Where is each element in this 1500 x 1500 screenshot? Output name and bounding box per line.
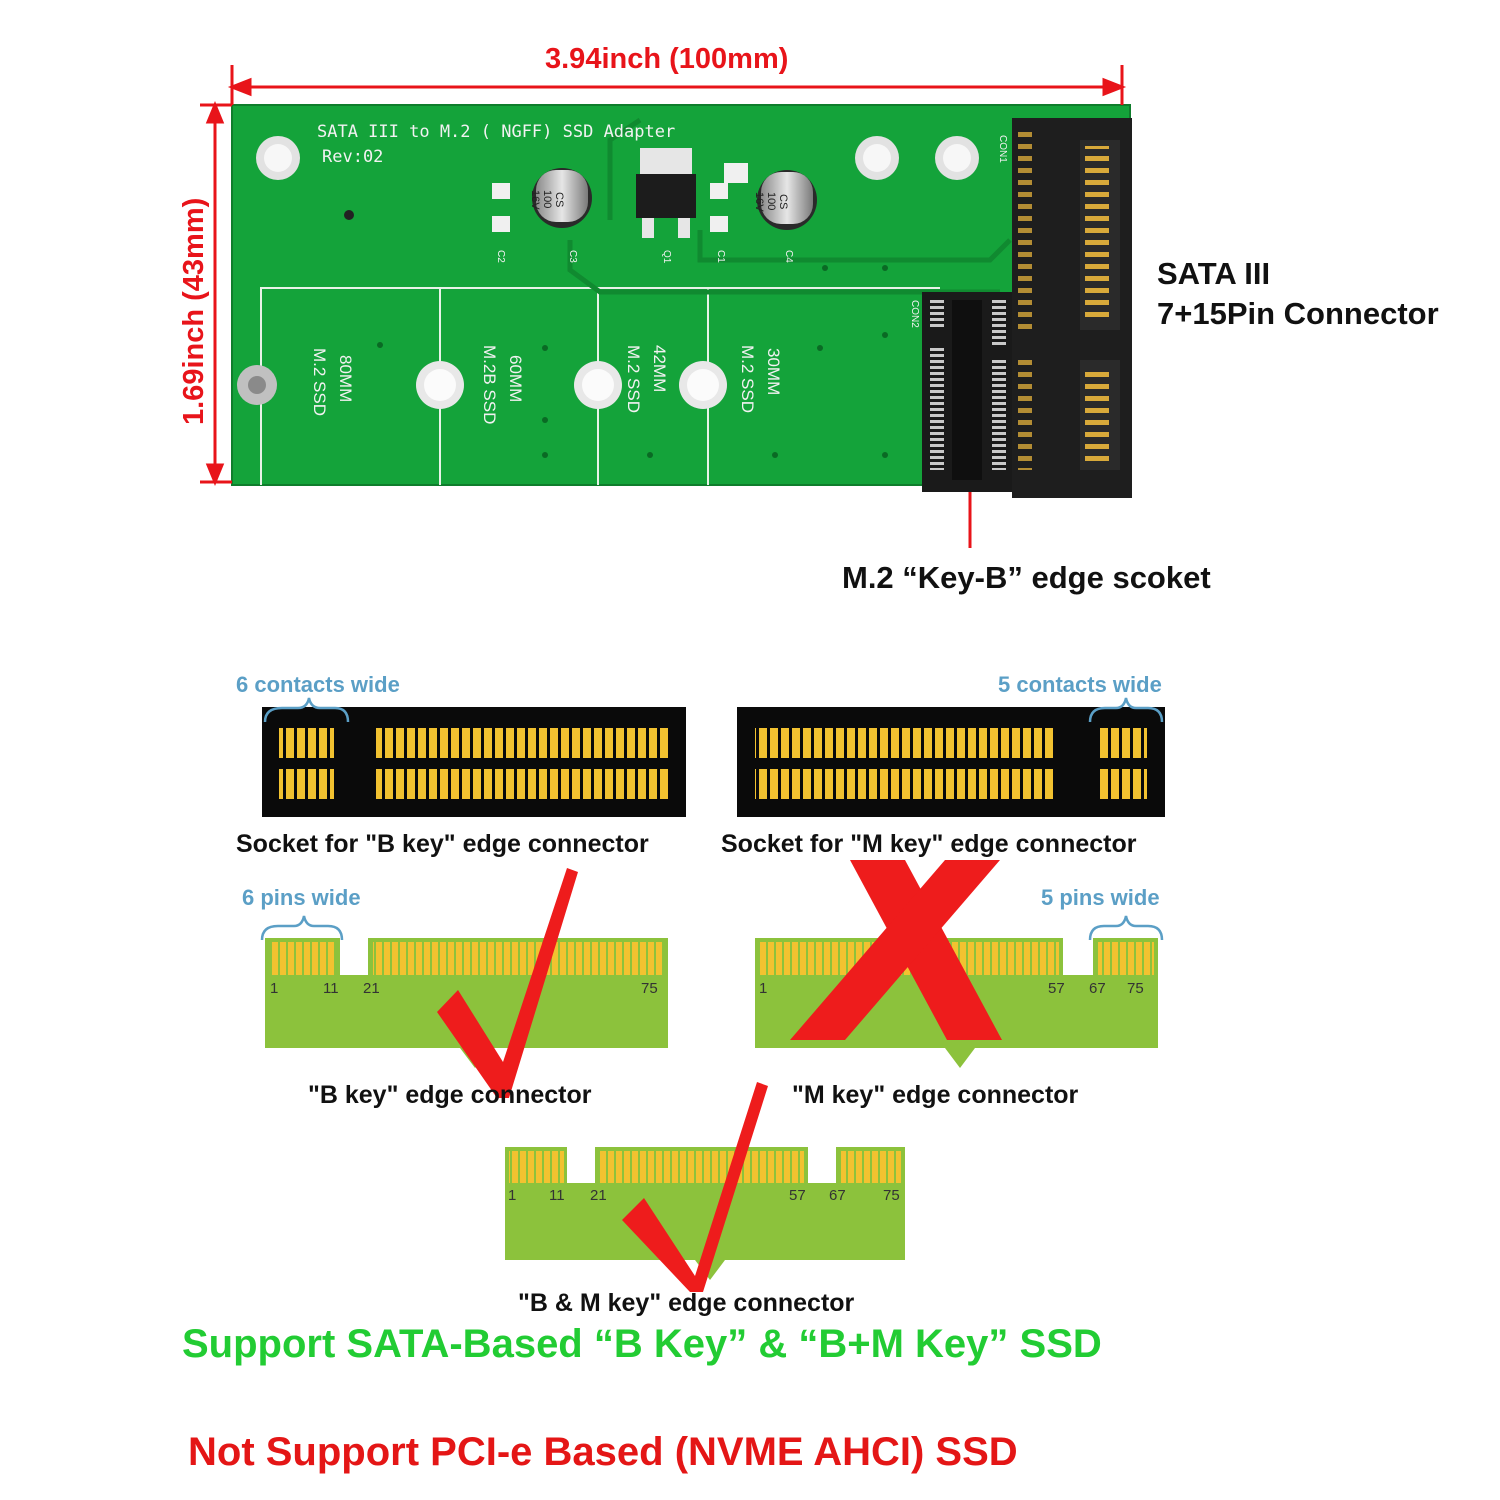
slot-60-type: M.2B SSD: [480, 345, 499, 424]
svg-text:67: 67: [829, 1187, 846, 1204]
slot-42-type: M.2 SSD: [624, 345, 643, 413]
m-key-pin-numbers: 1 57 67 75: [759, 980, 1144, 997]
b-connector-caption: "B key" edge connector: [308, 1081, 592, 1109]
check-mark-b-key: [437, 868, 578, 1098]
slot-60-size: 60MM: [506, 355, 525, 402]
cross-mark-m-key: [790, 860, 1002, 1040]
m-connector-caption: "M key" edge connector: [792, 1081, 1079, 1109]
b-key-pin-numbers: 1 11 21 75: [270, 980, 658, 997]
b-socket-caption: Socket for "B key" edge connector: [236, 830, 649, 858]
m-socket-caption: Socket for "M key" edge connector: [721, 830, 1137, 858]
board-title-text: SATA III to M.2 ( NGFF) SSD Adapter: [317, 122, 675, 142]
b-key-edge-connector: [265, 938, 668, 1068]
not-supported-ssd-text: Not Support PCI-e Based (NVME AHCI) SSD: [188, 1430, 1018, 1474]
svg-text:CS: CS: [553, 192, 565, 207]
svg-text:16V: 16V: [529, 190, 541, 210]
capacitor-c3: CS 100 16V: [529, 168, 592, 228]
svg-text:11: 11: [323, 980, 339, 997]
svg-text:21: 21: [590, 1187, 607, 1204]
capacitor-c4: CS 100 16V: [753, 170, 817, 230]
svg-text:C1: C1: [715, 250, 726, 263]
svg-text:CON1: CON1: [997, 135, 1008, 163]
svg-text:75: 75: [641, 980, 658, 997]
b-socket-width-label: 6 contacts wide: [236, 672, 400, 697]
b-pins-width-label: 6 pins wide: [242, 885, 361, 910]
m-pins-width-label: 5 pins wide: [1041, 885, 1160, 910]
svg-text:1: 1: [759, 980, 767, 997]
svg-text:11: 11: [549, 1187, 565, 1204]
board-revision-text: Rev:02: [322, 147, 383, 167]
slot-80-type: M.2 SSD: [310, 348, 329, 416]
slot-labels: 80MM M.2 SSD 60MM M.2B SSD 42MM M.2 SSD …: [310, 345, 783, 424]
slot-30-type: M.2 SSD: [738, 345, 757, 413]
b-key-socket: [262, 707, 686, 817]
m2-socket-label: M.2 “Key-B” edge scoket: [842, 560, 1211, 595]
svg-text:67: 67: [1089, 980, 1106, 997]
m-key-socket: [737, 707, 1165, 817]
svg-text:C4: C4: [783, 250, 794, 263]
slot-42-size: 42MM: [650, 345, 669, 392]
svg-text:CS: CS: [777, 194, 789, 209]
bm-key-pin-numbers: 1 11 21 57 67 75: [508, 1187, 900, 1204]
m2-key-b-socket: [922, 292, 1012, 492]
width-dimension: [227, 65, 1127, 105]
svg-text:57: 57: [789, 1187, 806, 1204]
svg-text:1: 1: [270, 980, 278, 997]
svg-text:16V: 16V: [753, 192, 765, 212]
mounting-holes: [237, 136, 979, 409]
regulator-q1: [636, 148, 696, 238]
m-socket-width-label: 5 contacts wide: [998, 672, 1162, 697]
bm-key-edge-connector: [505, 1147, 905, 1280]
svg-text:C2: C2: [495, 250, 506, 263]
bm-connector-caption: "B & M key" edge connector: [518, 1289, 855, 1317]
svg-text:Q1: Q1: [661, 250, 672, 264]
svg-text:1: 1: [508, 1187, 516, 1204]
supported-ssd-text: Support SATA-Based “B Key” & “B+M Key” S…: [182, 1322, 1102, 1366]
svg-text:57: 57: [1048, 980, 1065, 997]
svg-text:75: 75: [1127, 980, 1144, 997]
adapter-board-figure: SATA III to M.2 ( NGFF) SSD Adapter Rev:…: [178, 43, 1132, 548]
height-label: 1.69inch (43mm): [178, 198, 210, 425]
svg-text:100: 100: [541, 190, 553, 208]
svg-text:C3: C3: [567, 250, 578, 263]
sata-connector: [1012, 118, 1132, 498]
svg-text:CON2: CON2: [909, 300, 920, 328]
key-diagram: 1 11 21 75 1 57 67 75 1 11 21 57 67 75: [260, 697, 1165, 1292]
svg-text:21: 21: [363, 980, 380, 997]
slot-30-size: 30MM: [764, 348, 783, 395]
slot-80-size: 80MM: [336, 355, 355, 402]
check-mark-bm-key: [622, 1082, 768, 1292]
svg-text:100: 100: [765, 192, 777, 210]
sata-connector-title: SATA III: [1157, 256, 1271, 291]
svg-text:75: 75: [883, 1187, 900, 1204]
sata-connector-pins: 7+15Pin Connector: [1157, 296, 1439, 331]
height-dimension: [200, 101, 232, 486]
width-label: 3.94inch (100mm): [545, 43, 788, 75]
